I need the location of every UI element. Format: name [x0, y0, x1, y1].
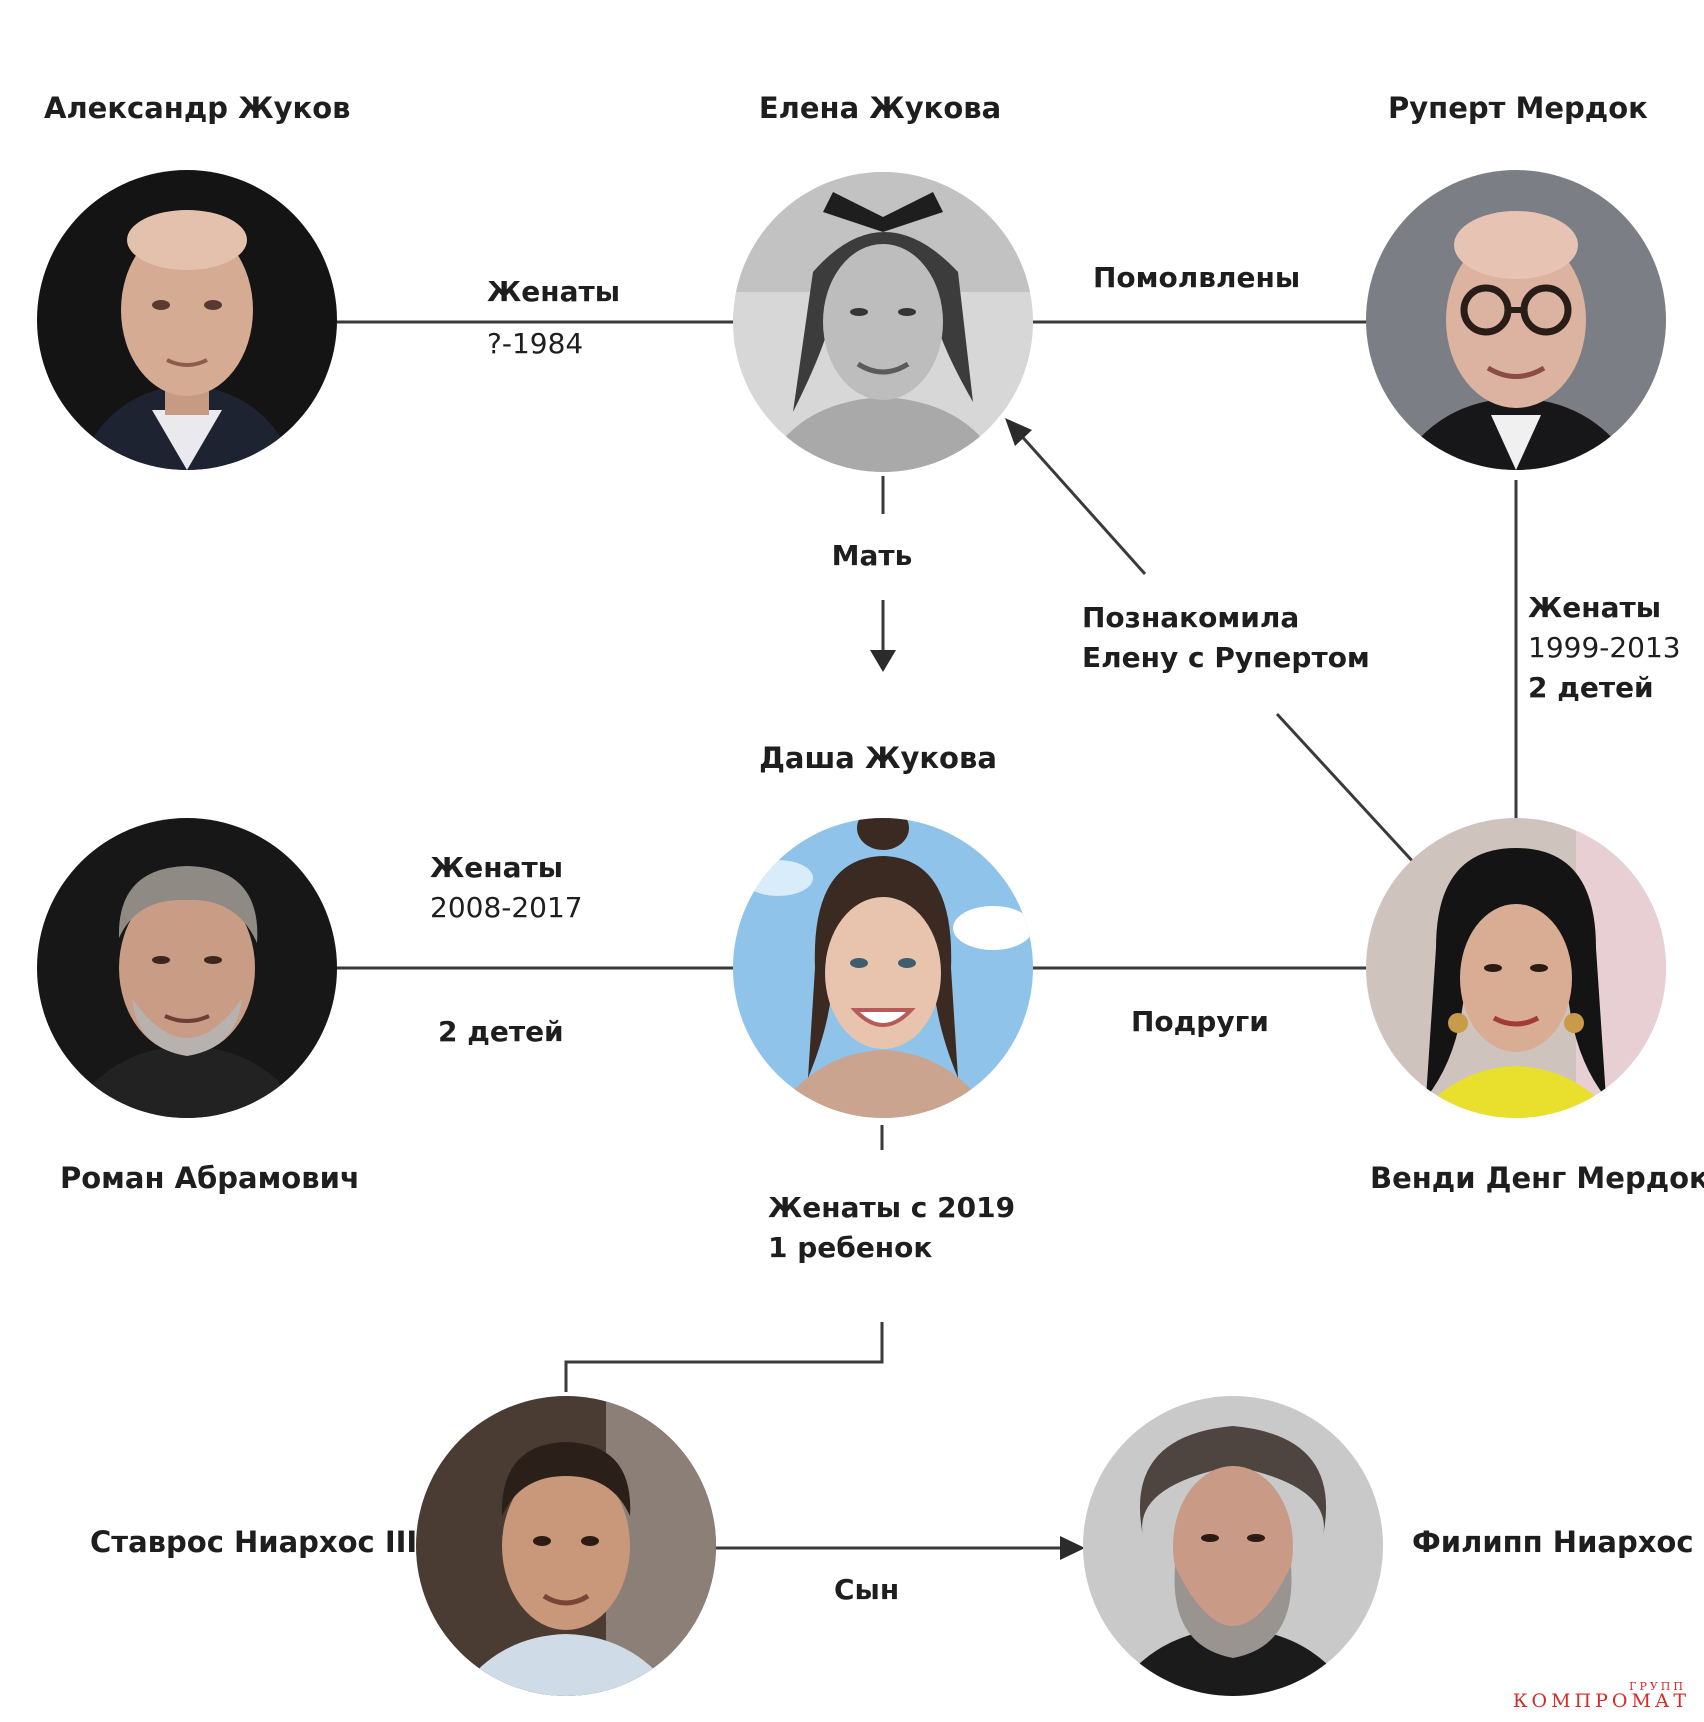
person-photo-icon [1366, 818, 1666, 1118]
person-photo-icon [1083, 1396, 1383, 1696]
relation-roman-dasha-years: 2008-2017 [430, 891, 583, 924]
line-dasha-stavros [564, 1322, 884, 1392]
person-photo-icon [37, 818, 337, 1118]
portrait-dasha-zhukova [733, 818, 1033, 1118]
portrait-roman-abramovich [37, 818, 337, 1118]
portrait-philip-niarchos [1083, 1396, 1383, 1696]
portrait-rupert-murdoch [1366, 170, 1666, 470]
name-elena-zhukova: Елена Жукова [758, 91, 1002, 125]
relation-elena-rupert-engaged: Помолвлены [1093, 261, 1301, 294]
arrowhead-introduced [1005, 418, 1032, 446]
arrowhead-son [1060, 1536, 1085, 1560]
relation-roman-dasha-children: 2 детей [438, 1015, 564, 1048]
line-wendi-introduced [1275, 712, 1418, 867]
name-aleksandr-zhukov: Александр Жуков [44, 91, 351, 125]
relation-roman-dasha-married: Женаты [430, 851, 564, 884]
relation-rupert-wendi-years: 1999-2013 [1528, 631, 1681, 664]
watermark-small-text: ГРУПП [1629, 1680, 1686, 1693]
relation-introduced-line1: Познакомила [1082, 601, 1300, 634]
relation-aleksandr-elena-married: Женаты [487, 275, 621, 308]
relation-son: Сын [834, 1573, 900, 1606]
name-philip-niarchos: Филипп Ниархос [1412, 1525, 1694, 1559]
relation-dasha-stavros-child: 1 ребенок [768, 1231, 933, 1264]
person-photo-icon [733, 818, 1033, 1118]
relation-aleksandr-elena-years: ?-1984 [487, 327, 584, 360]
name-stavros-niarchos: Ставрос Ниархос III [90, 1525, 418, 1559]
name-wendi-deng-murdoch: Венди Денг Мердок [1370, 1161, 1704, 1195]
portrait-stavros-niarchos [416, 1396, 716, 1696]
portrait-aleksandr-zhukov [37, 170, 337, 470]
person-photo-icon [1366, 170, 1666, 470]
name-roman-abramovich: Роман Абрамович [60, 1161, 360, 1195]
relation-introduced-line2: Елену с Рупертом [1082, 641, 1370, 674]
person-photo-icon [37, 170, 337, 470]
portrait-wendi-deng-murdoch [1366, 818, 1666, 1118]
relation-rupert-wendi-children: 2 детей [1528, 671, 1654, 704]
portrait-elena-zhukova [733, 172, 1033, 472]
relation-dasha-stavros-married: Женаты с 2019 [768, 1191, 1016, 1224]
name-dasha-zhukova: Даша Жукова [759, 741, 997, 775]
relation-friends: Подруги [1131, 1005, 1269, 1038]
line-introduced-arrow [1016, 431, 1147, 575]
kompromat-watermark-logo: ГРУПП КОМПРОМАТ [1512, 1680, 1690, 1712]
watermark-main-text: КОМПРОМАТ [1512, 1690, 1690, 1712]
person-photo-icon [416, 1396, 716, 1696]
name-rupert-murdoch: Руперт Мердок [1388, 91, 1648, 125]
arrowhead-mother [870, 650, 896, 672]
person-photo-icon [733, 172, 1033, 472]
relation-rupert-wendi-married: Женаты [1528, 591, 1662, 624]
relation-mother: Мать [831, 539, 913, 572]
